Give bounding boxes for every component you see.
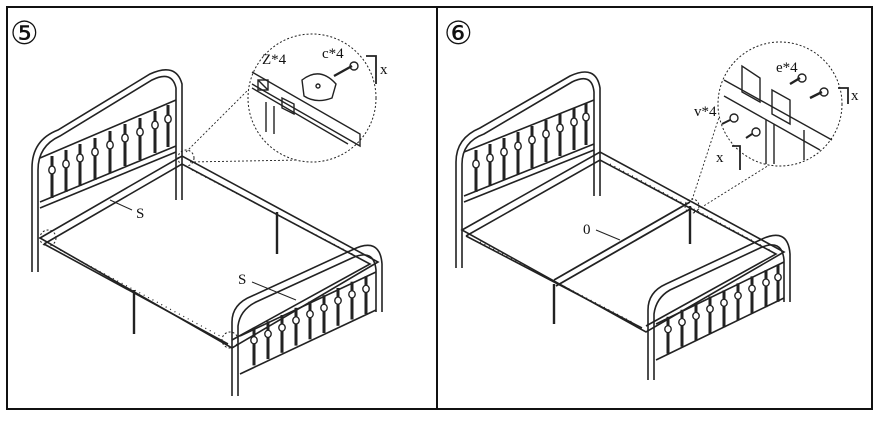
detail-label-c: c*4 xyxy=(322,46,344,62)
headboard-balusters xyxy=(47,103,173,200)
headboard xyxy=(31,68,183,272)
detail-label-x2: x xyxy=(716,150,724,166)
detail-label-z: Z*4 xyxy=(262,52,287,68)
center-rail-label: 0 xyxy=(583,222,591,238)
side-rail-label-2: S xyxy=(238,272,246,288)
bed-frame-rails xyxy=(38,149,380,349)
footboard xyxy=(647,234,791,380)
detail-label-e: e*4 xyxy=(776,60,798,76)
detail-label-x1: x xyxy=(851,88,859,104)
step-5-detail-callout: Z*4 c*4 x xyxy=(185,33,388,163)
detail-label-x: x xyxy=(380,62,388,78)
headboard xyxy=(455,71,601,268)
footboard xyxy=(231,244,383,396)
bed-frame-rails xyxy=(460,151,786,333)
step-6-number: ⑥ xyxy=(444,14,473,52)
headboard-balusters xyxy=(471,101,591,194)
center-rail-callout: 0 xyxy=(583,222,621,241)
step-5-number: ⑤ xyxy=(10,14,39,52)
detail-label-v: v*4 xyxy=(694,104,717,120)
side-rail-label-1: S xyxy=(136,206,144,222)
step-6-drawing: ⑥ xyxy=(444,14,859,380)
step-5-drawing: ⑤ xyxy=(10,14,388,396)
step-6-panel xyxy=(436,6,873,410)
side-rail-callouts: S S xyxy=(109,199,297,301)
step-6-detail-callout: e*4 v*4 x x xyxy=(691,41,859,213)
footboard-balusters xyxy=(663,263,783,356)
